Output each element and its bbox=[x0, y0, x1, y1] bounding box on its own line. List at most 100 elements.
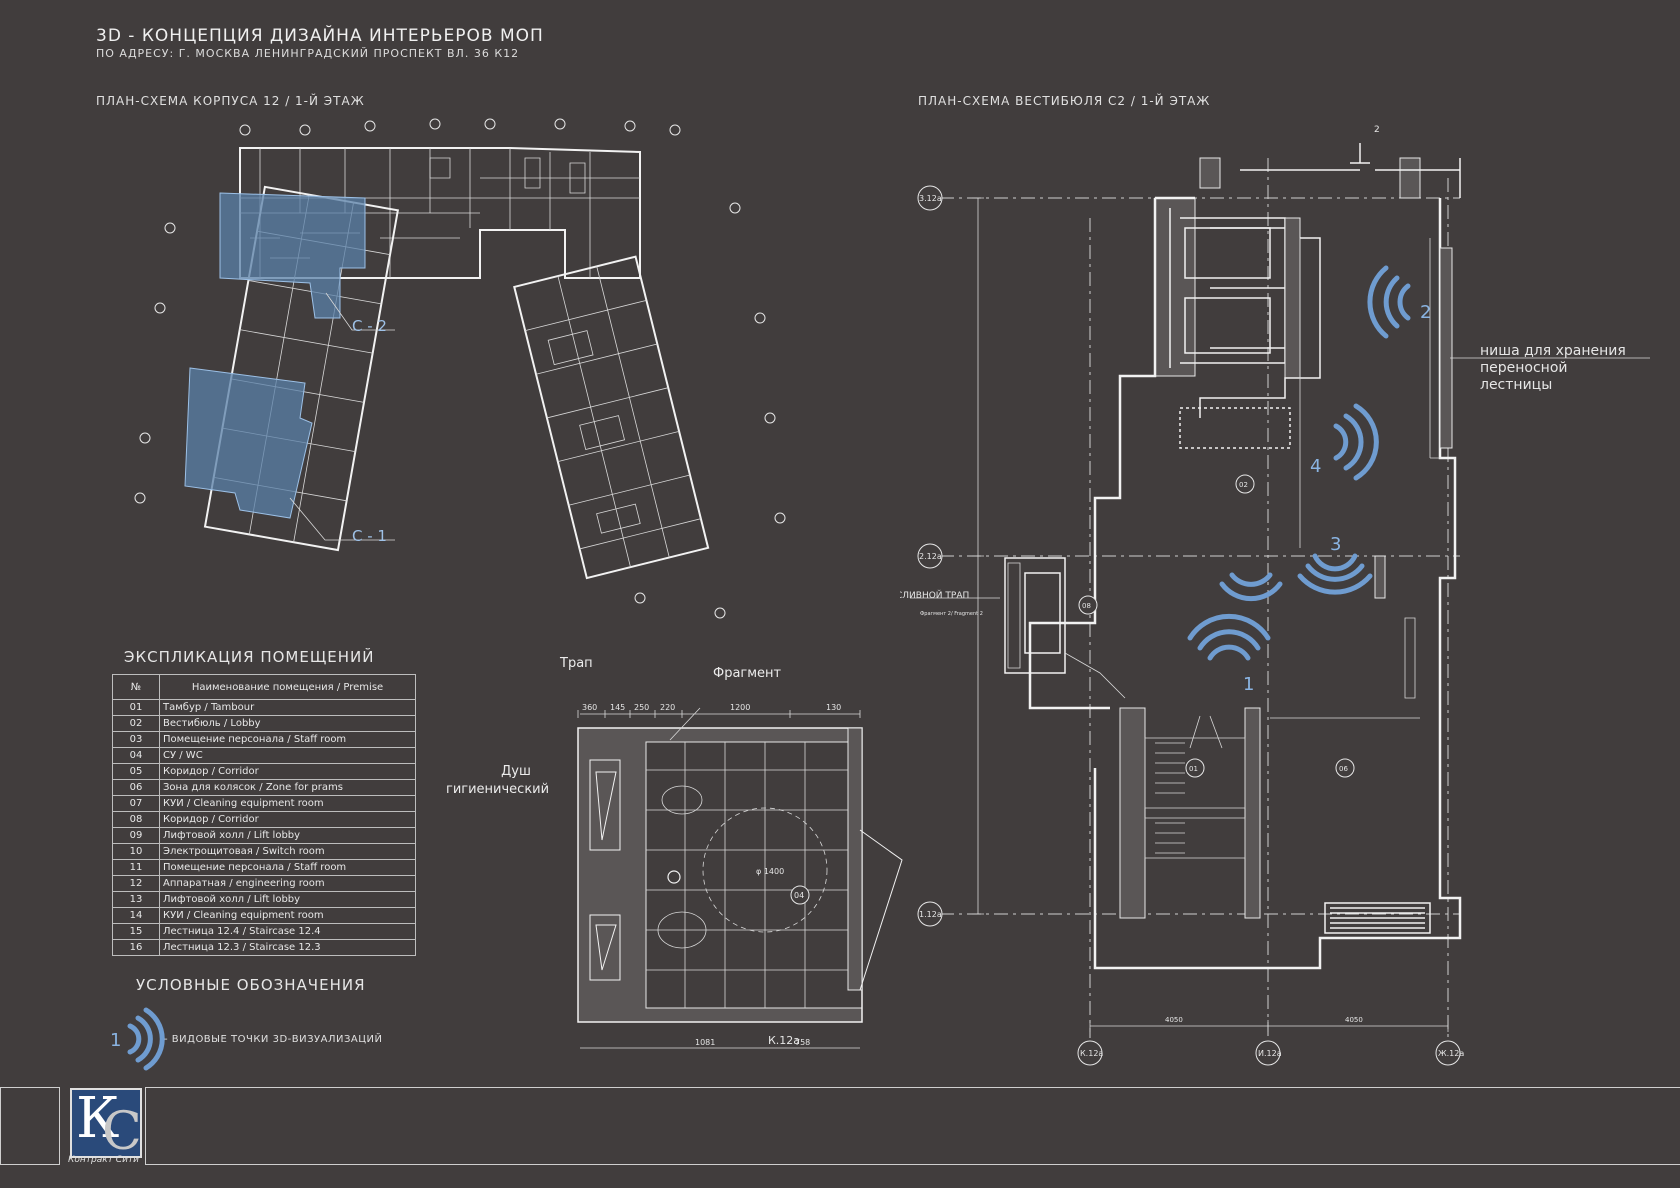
room-number: 05 bbox=[112, 763, 160, 780]
view-point-icon: 1 bbox=[110, 1007, 165, 1071]
dim-bottom-2: 758 bbox=[795, 1038, 810, 1047]
lobby-floor-plan: 3.12a 2.12a 1.12a К.12a И.12a Ж.12a 4050… bbox=[900, 125, 1650, 1066]
zone-c2-highlight bbox=[219, 192, 366, 319]
plan-left-heading: ПЛАН-СХЕМА КОРПУСА 12 / 1-Й ЭТАЖ bbox=[96, 94, 365, 108]
drain-label: СЛИВНОЙ ТРАП bbox=[900, 589, 969, 601]
dim-bottom-1: 1081 bbox=[695, 1038, 715, 1047]
room-number: 16 bbox=[112, 939, 160, 956]
explication-heading: ЭКСПЛИКАЦИЯ ПОМЕЩЕНИЙ bbox=[124, 648, 375, 666]
company-logo: К С bbox=[70, 1086, 142, 1162]
shower-label-2: гигиенический bbox=[446, 782, 550, 797]
room-number: 13 bbox=[112, 891, 160, 908]
room-08: 08 bbox=[1082, 602, 1091, 610]
room-number: 07 bbox=[112, 795, 160, 812]
zone-c2-label: С - 2 bbox=[352, 317, 387, 335]
axis-col-3: Ж.12a bbox=[1438, 1049, 1464, 1058]
fragment-title: Фрагмент bbox=[713, 666, 782, 681]
room-number: 14 bbox=[112, 907, 160, 924]
niche-note-1: ниша для хранения bbox=[1480, 343, 1626, 359]
dim-top-3: 250 bbox=[634, 703, 649, 712]
sheet-address: ПО АДРЕСУ: Г. МОСКВА ЛЕНИНГРАДСКИЙ ПРОСП… bbox=[96, 47, 520, 60]
axis-row-3: 1.12a bbox=[919, 910, 942, 919]
view-point-3-wave-c bbox=[1297, 573, 1373, 595]
plan-axis-markers bbox=[134, 118, 786, 619]
axis-col-1: К.12a bbox=[1080, 1049, 1103, 1058]
view-point-2: 2 bbox=[1367, 265, 1431, 339]
axis-row-2: 2.12a bbox=[919, 552, 942, 561]
room-number: 01 bbox=[112, 699, 160, 716]
legend-text: - ВИДОВЫЕ ТОЧКИ 3D-ВИЗУАЛИЗАЦИЙ bbox=[164, 1034, 383, 1045]
view-point-2-number: 2 bbox=[1420, 302, 1431, 323]
view-point-4-number: 4 bbox=[1310, 456, 1321, 477]
view-point-3: 3 bbox=[1219, 534, 1341, 602]
room-name: СУ / WC bbox=[159, 747, 416, 764]
room-name: Лифтовой холл / Lift lobby bbox=[159, 827, 416, 844]
dim-top-5: 1200 bbox=[730, 703, 750, 712]
building-floor-plan: С - 2 С - 1 bbox=[134, 118, 786, 619]
zone-c1-label: С - 1 bbox=[352, 527, 387, 545]
room-name: Лестница 12.3 / Staircase 12.3 bbox=[159, 939, 416, 956]
axis-col-2: И.12a bbox=[1258, 1049, 1282, 1058]
view-point-4: 4 bbox=[1310, 403, 1379, 481]
room-02: 02 bbox=[1239, 481, 1248, 489]
room-name: КУИ / Cleaning equipment room bbox=[159, 795, 416, 812]
fragment-ref: Фрагмент 2/ Fragment 2 bbox=[920, 611, 983, 617]
fragment-room-number: 04 bbox=[794, 891, 804, 900]
plan-right-heading: ПЛАН-СХЕМА ВЕСТИБЮЛЯ С2 / 1-Й ЭТАЖ bbox=[918, 94, 1211, 108]
room-name: Лифтовой холл / Lift lobby bbox=[159, 891, 416, 908]
col-number: № bbox=[112, 674, 160, 700]
room-name: Тамбур / Tambour bbox=[159, 699, 416, 716]
trap-label: Трап bbox=[560, 656, 593, 671]
room-name: Зона для колясок / Zone for prams bbox=[159, 779, 416, 796]
legend-heading: УСЛОВНЫЕ ОБОЗНАЧЕНИЯ bbox=[136, 976, 366, 994]
room-number: 08 bbox=[112, 811, 160, 828]
sheet-title: 3D - КОНЦЕПЦИЯ ДИЗАЙНА ИНТЕРЬЕРОВ МОП bbox=[96, 26, 544, 46]
section-mark: 2 bbox=[1374, 125, 1380, 135]
niche-note-2: переносной bbox=[1480, 360, 1568, 376]
footer-title-block bbox=[145, 1087, 1680, 1165]
view-point-3-wave-b bbox=[1305, 563, 1365, 582]
room-number: 12 bbox=[112, 875, 160, 892]
room-name: Вестибюль / Lobby bbox=[159, 715, 416, 732]
dim-span-1: 4050 bbox=[1165, 1016, 1183, 1024]
view-point-3-number: 3 bbox=[1330, 534, 1341, 555]
room-number: 15 bbox=[112, 923, 160, 940]
wc-fragment-plan: 360 145 250 220 1200 130 1081 758 04 φ 1… bbox=[577, 703, 903, 1049]
right-wing bbox=[513, 255, 710, 580]
room-name: Коридор / Corridor bbox=[159, 763, 416, 780]
niche-note-3: лестницы bbox=[1480, 377, 1552, 393]
zone-c1-highlight bbox=[184, 367, 313, 519]
room-name: Коридор / Corridor bbox=[159, 811, 416, 828]
dim-span-2: 4050 bbox=[1345, 1016, 1363, 1024]
shower-label-1: Душ bbox=[501, 764, 531, 779]
fragment-axis: К.12a bbox=[768, 1034, 801, 1047]
dim-top-6: 130 bbox=[826, 703, 841, 712]
room-name: Электрощитовая / Switch room bbox=[159, 843, 416, 860]
room-number: 06 bbox=[112, 779, 160, 796]
room-name: Помещение персонала / Staff room bbox=[159, 731, 416, 748]
room-06: 06 bbox=[1339, 765, 1348, 773]
room-number: 04 bbox=[112, 747, 160, 764]
dim-top-4: 220 bbox=[660, 703, 675, 712]
room-number: 10 bbox=[112, 843, 160, 860]
view-point-3-wave-a bbox=[1312, 553, 1358, 572]
room-number: 02 bbox=[112, 715, 160, 732]
room-name: Лестница 12.4 / Staircase 12.4 bbox=[159, 923, 416, 940]
room-name: Помещение персонала / Staff room bbox=[159, 859, 416, 876]
col-name: Наименование помещения / Premise bbox=[159, 674, 416, 700]
legend-number: 1 bbox=[110, 1030, 121, 1051]
room-name: Аппаратная / engineering room bbox=[159, 875, 416, 892]
